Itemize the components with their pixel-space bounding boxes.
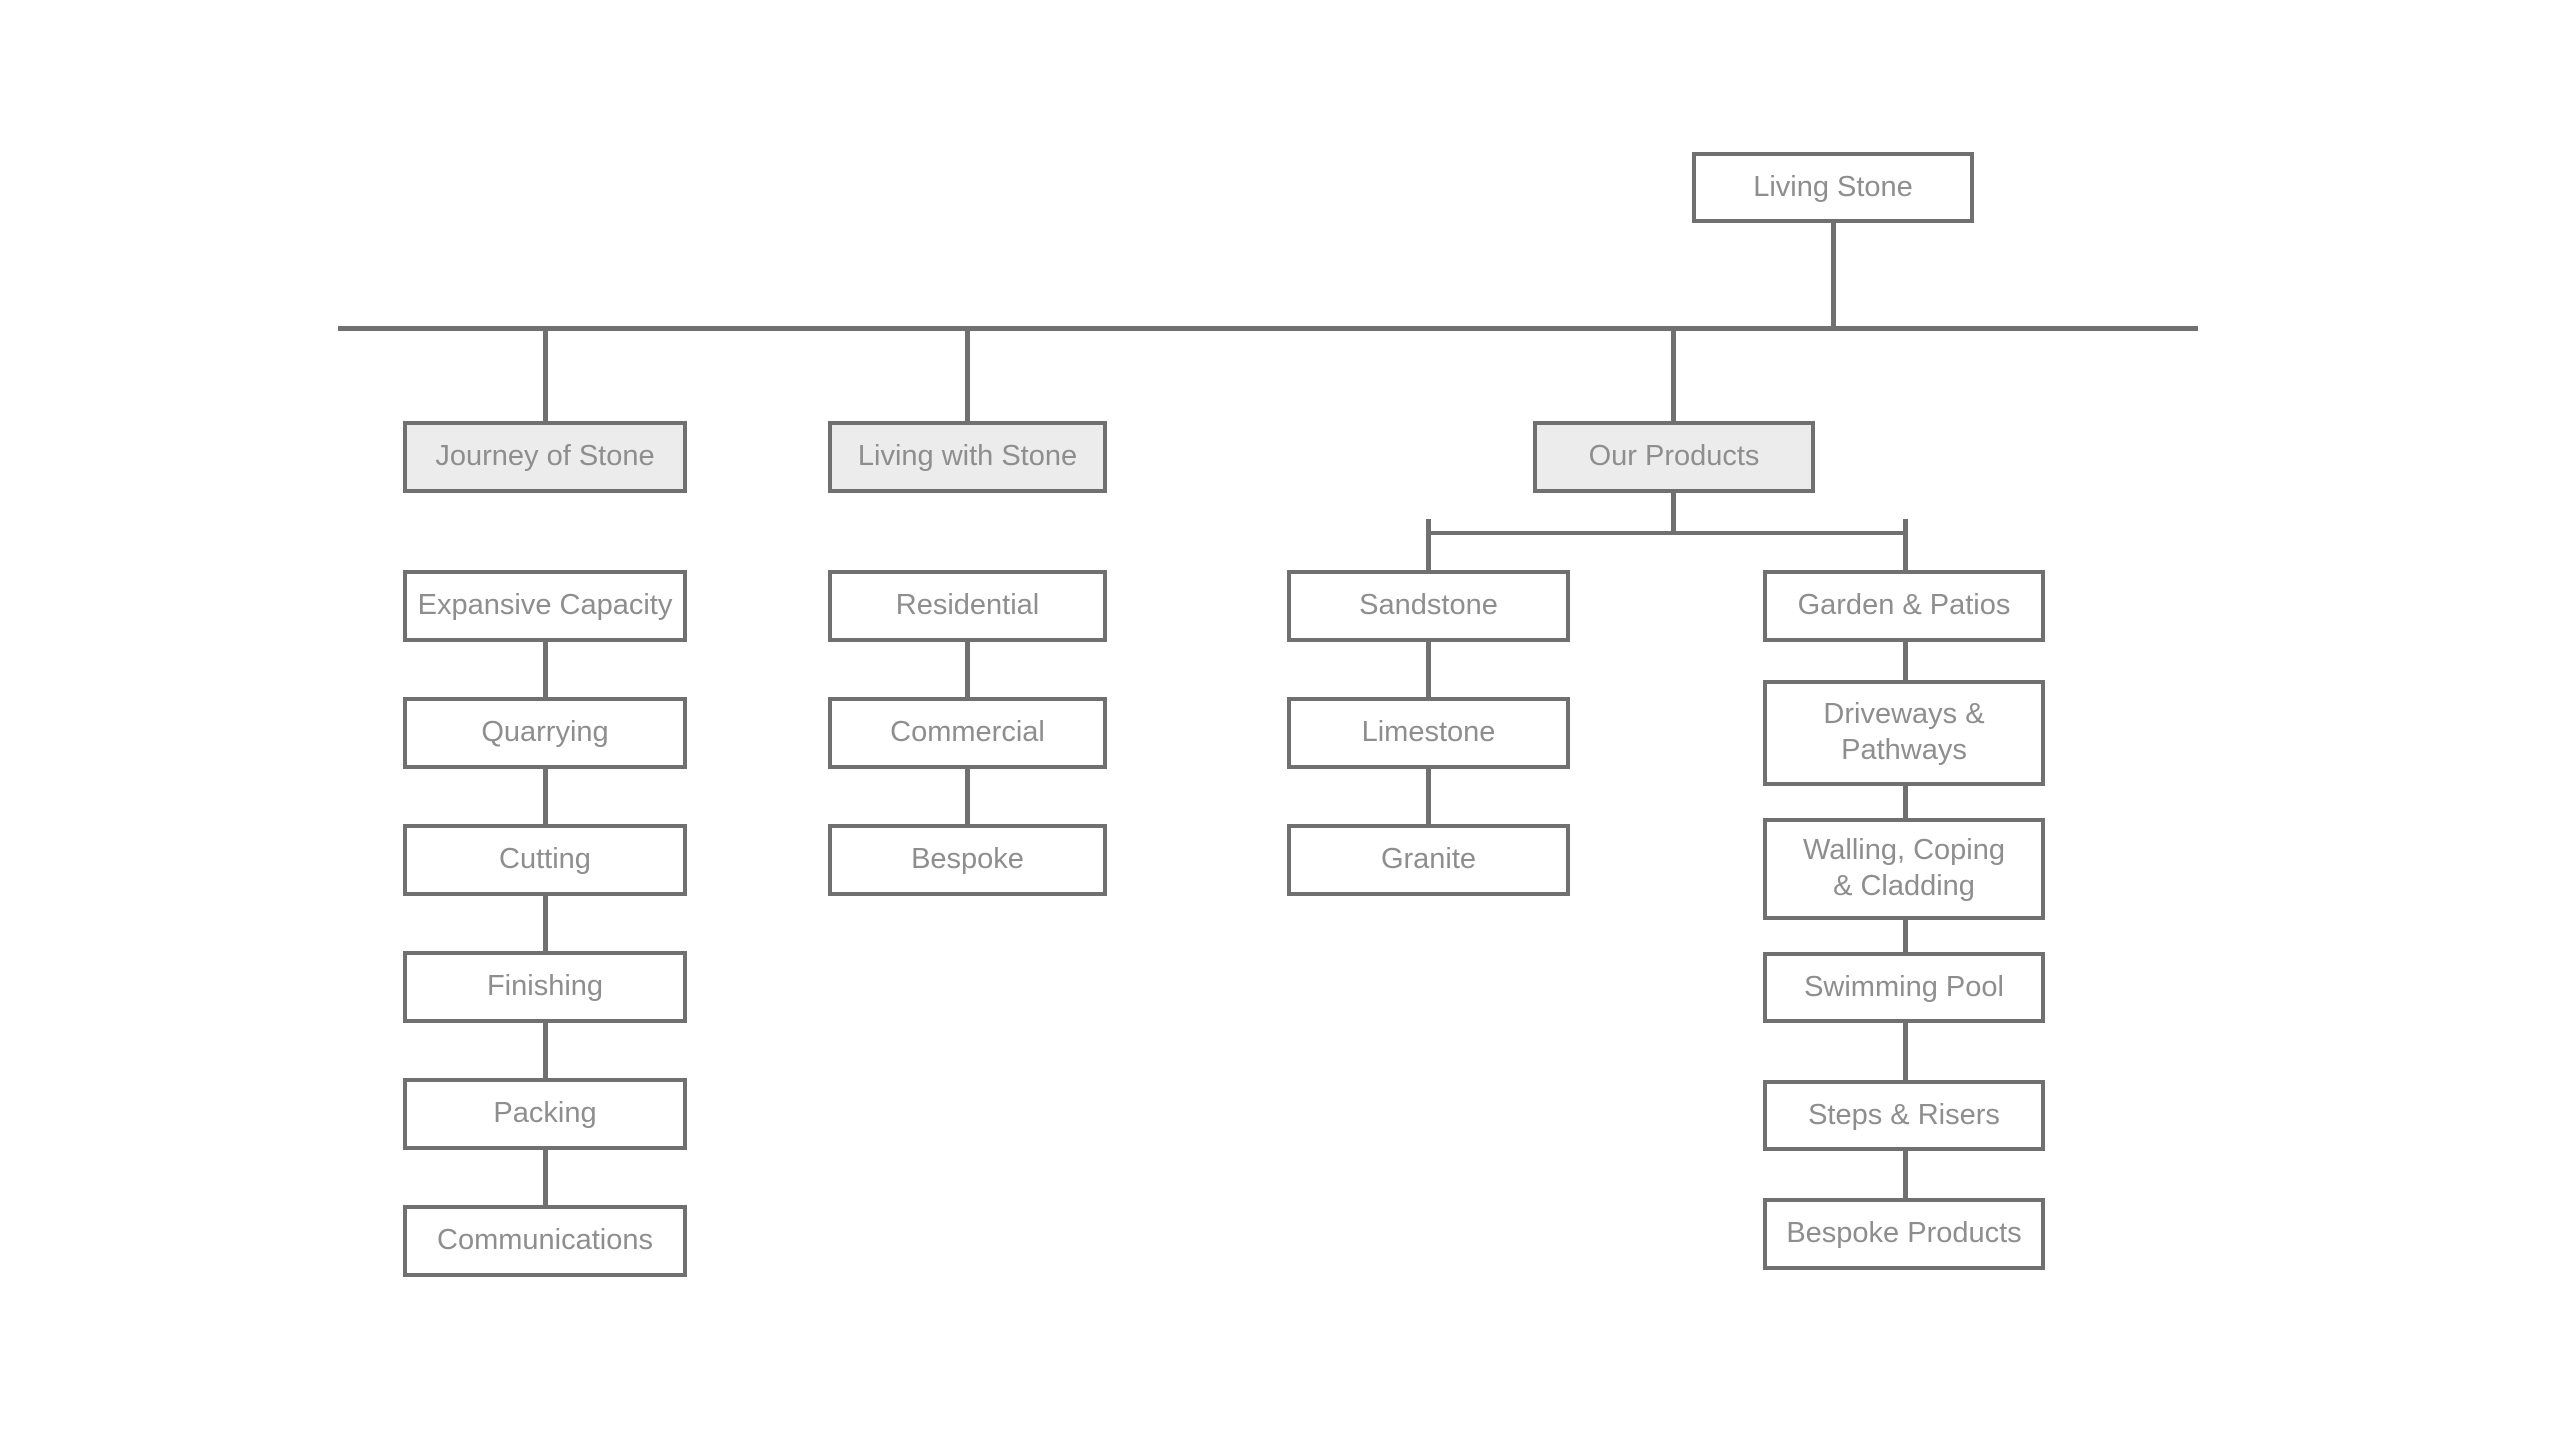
node-living-with-stone[interactable]: Living with Stone xyxy=(828,421,1107,493)
node-living-stone[interactable]: Living Stone xyxy=(1692,152,1974,223)
connector-root-drop xyxy=(1831,222,1836,331)
connector-journey-link-4 xyxy=(543,1021,548,1080)
node-bespoke-products[interactable]: Bespoke Products xyxy=(1763,1198,2045,1270)
connector-sandstone-link-2 xyxy=(1426,767,1431,826)
connector-our-products-stem xyxy=(1671,491,1676,535)
connector-journey-link-1 xyxy=(543,640,548,699)
node-sandstone[interactable]: Sandstone xyxy=(1287,570,1570,642)
connector-garden-link-5 xyxy=(1903,1149,1908,1200)
connector-our-products-drop xyxy=(1671,326,1676,423)
node-finishing[interactable]: Finishing xyxy=(403,951,687,1023)
connector-split-rail xyxy=(1426,531,1908,535)
node-expansive-capacity[interactable]: Expansive Capacity xyxy=(403,570,687,642)
connector-journey-link-2 xyxy=(543,767,548,826)
node-driveways-pathways[interactable]: Driveways & Pathways xyxy=(1763,680,2045,786)
node-limestone[interactable]: Limestone xyxy=(1287,697,1570,769)
node-our-products[interactable]: Our Products xyxy=(1533,421,1815,493)
connector-garden-link-2 xyxy=(1903,784,1908,820)
node-bespoke[interactable]: Bespoke xyxy=(828,824,1107,896)
connector-journey-link-3 xyxy=(543,894,548,953)
node-walling-coping-cladding[interactable]: Walling, Coping & Cladding xyxy=(1763,818,2045,920)
connector-garden-link-4 xyxy=(1903,1021,1908,1082)
node-steps-risers[interactable]: Steps & Risers xyxy=(1763,1080,2045,1151)
node-communications[interactable]: Communications xyxy=(403,1205,687,1277)
connector-living-link-1 xyxy=(965,640,970,699)
node-quarrying[interactable]: Quarrying xyxy=(403,697,687,769)
connector-living-link-2 xyxy=(965,767,970,826)
node-commercial[interactable]: Commercial xyxy=(828,697,1107,769)
connector-living-with-drop xyxy=(965,326,970,423)
connector-sandstone-drop xyxy=(1426,531,1431,574)
node-swimming-pool[interactable]: Swimming Pool xyxy=(1763,952,2045,1023)
node-journey-of-stone[interactable]: Journey of Stone xyxy=(403,421,687,493)
node-granite[interactable]: Granite xyxy=(1287,824,1570,896)
node-packing[interactable]: Packing xyxy=(403,1078,687,1150)
connector-main-rail xyxy=(338,326,2198,331)
connector-journey-link-5 xyxy=(543,1148,548,1207)
connector-split-tick-left xyxy=(1426,519,1431,535)
connector-garden-link-3 xyxy=(1903,918,1908,954)
connector-sandstone-link-1 xyxy=(1426,640,1431,699)
node-cutting[interactable]: Cutting xyxy=(403,824,687,896)
connector-garden-link-1 xyxy=(1903,640,1908,682)
node-garden-patios[interactable]: Garden & Patios xyxy=(1763,570,2045,642)
node-residential[interactable]: Residential xyxy=(828,570,1107,642)
connector-split-tick-right xyxy=(1903,519,1908,535)
connector-journey-drop xyxy=(543,326,548,423)
connector-garden-drop xyxy=(1903,531,1908,574)
